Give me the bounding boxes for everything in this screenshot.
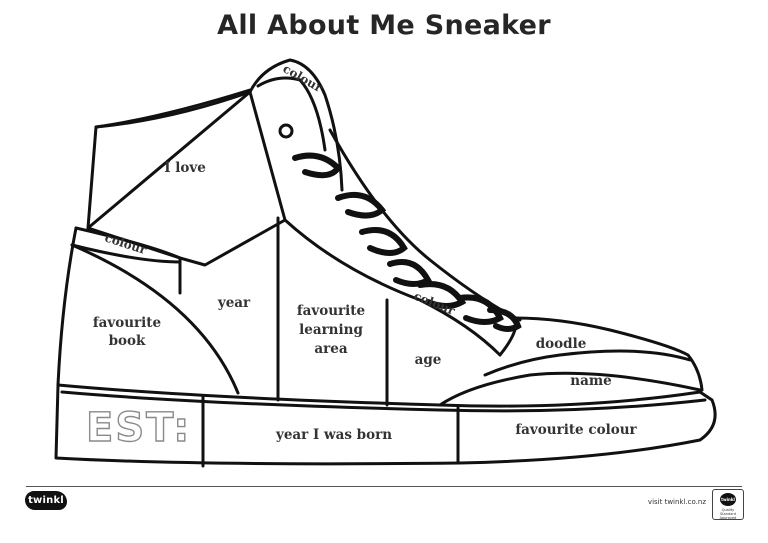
favourite-book-label-line2: book — [109, 333, 146, 349]
badge-logo: twinkl — [720, 493, 736, 506]
favourite-book-label-line1: favourite — [93, 315, 161, 331]
quality-badge: twinkl Quality Standard Approved — [712, 489, 744, 520]
twinkl-logo: twinkl — [25, 491, 67, 510]
favourite-learning-label-line3: area — [314, 341, 347, 357]
year-born-label: year I was born — [275, 427, 392, 443]
doodle-label: doodle — [536, 336, 587, 352]
favourite-colour-label: favourite colour — [515, 422, 637, 438]
badge-text: Quality Standard Approved — [719, 508, 737, 520]
age-label: age — [415, 352, 442, 368]
year-label: year — [217, 295, 251, 311]
name-label: name — [570, 373, 611, 389]
footer-divider — [26, 486, 742, 487]
favourite-learning-label-line1: favourite — [297, 303, 365, 319]
visit-link[interactable]: visit twinkl.co.nz — [647, 498, 706, 506]
est-label: EST: — [86, 405, 191, 451]
i-love-label: I love — [164, 160, 206, 176]
favourite-learning-label-line2: learning — [299, 322, 363, 338]
page-title: All About Me Sneaker — [217, 10, 551, 41]
